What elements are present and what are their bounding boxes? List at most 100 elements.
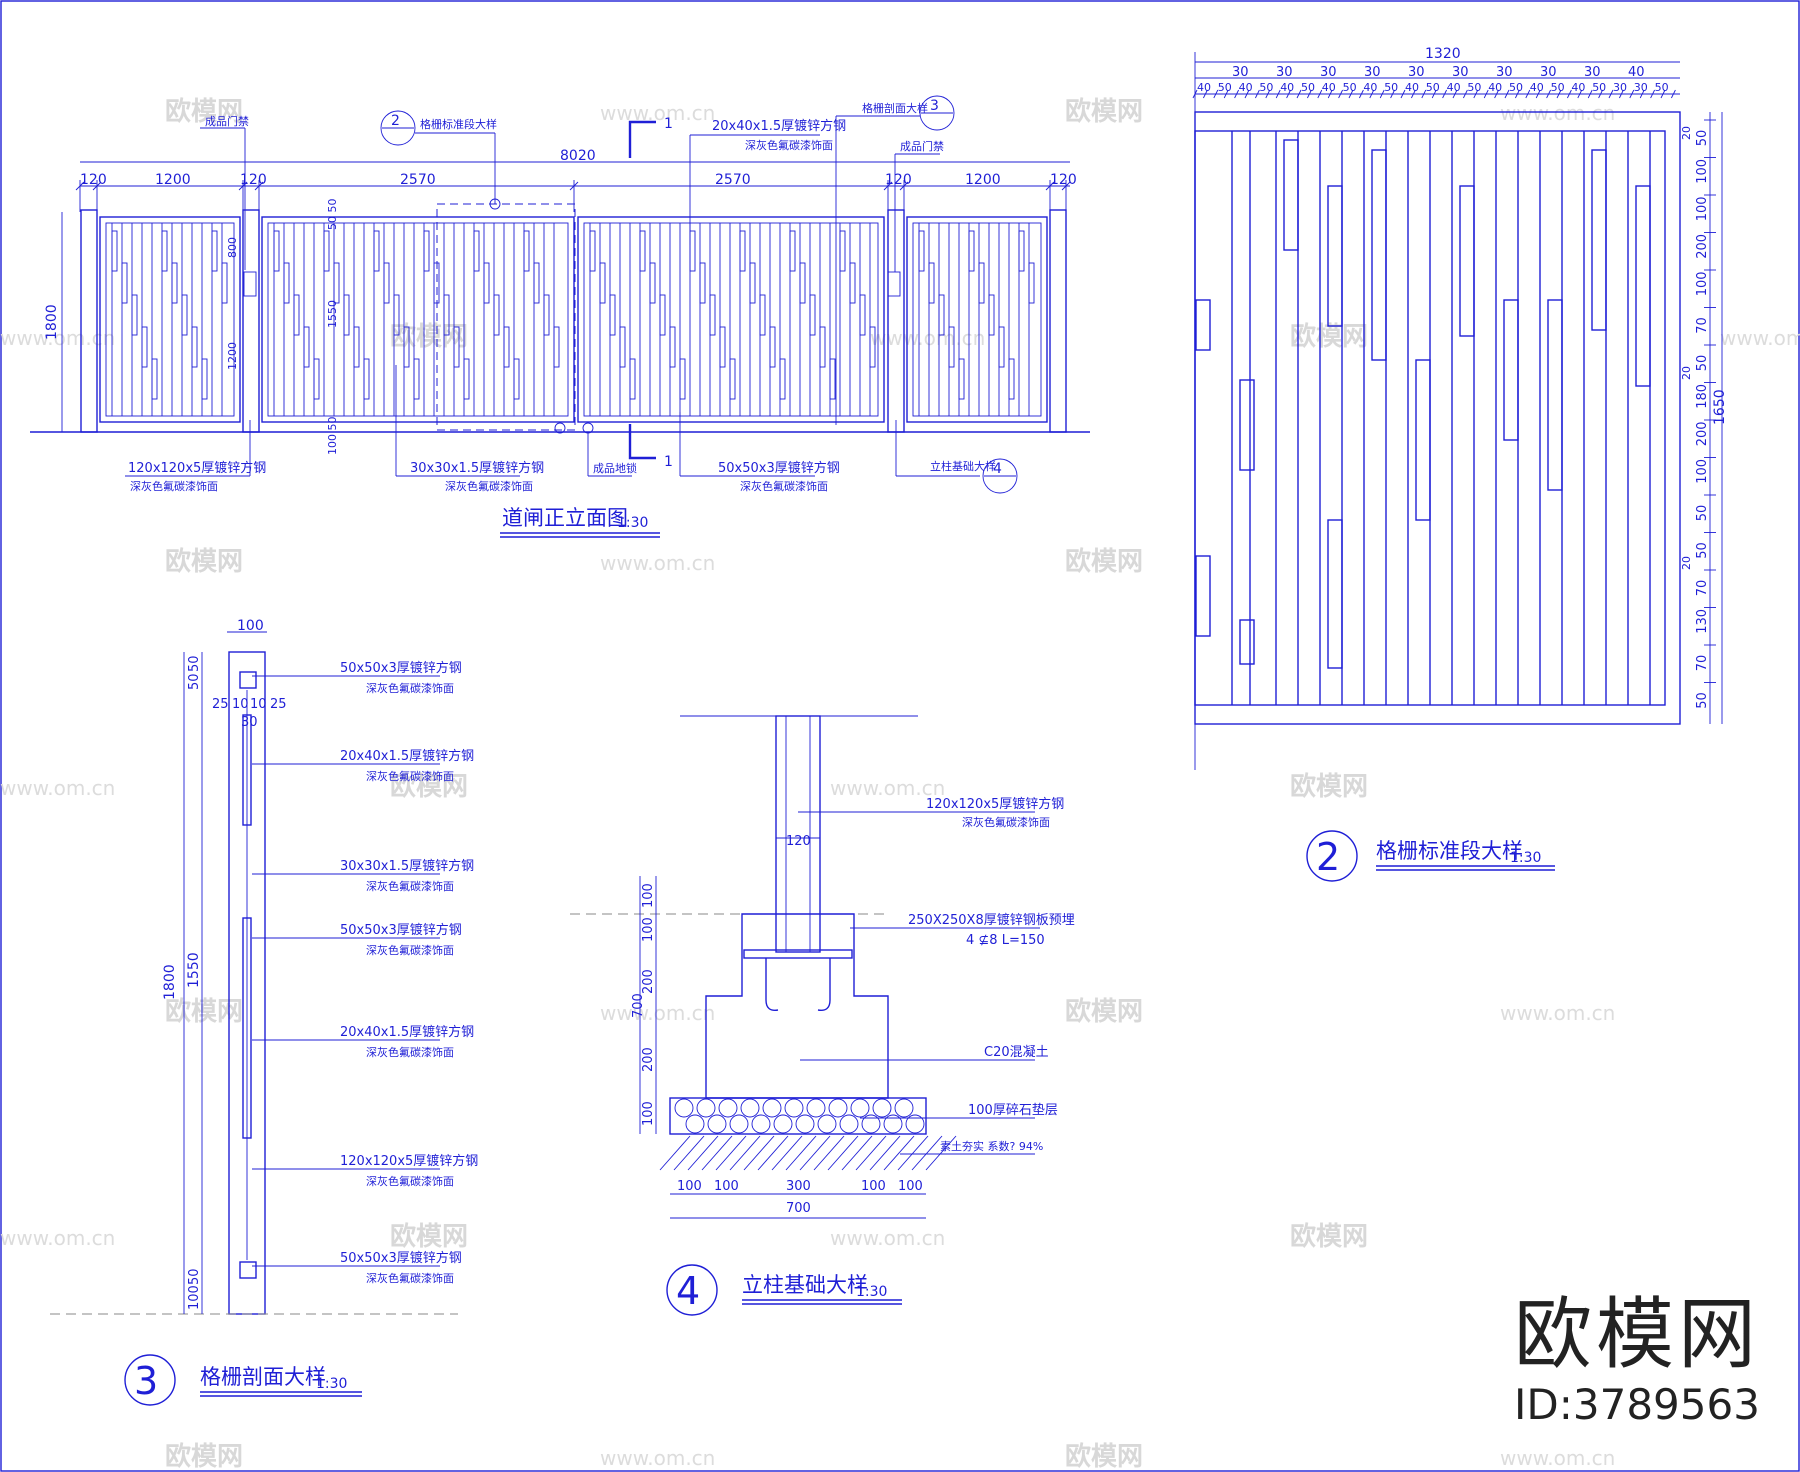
brand-id: ID:3789563	[1514, 1380, 1760, 1429]
callout-text: 20x40x1.5厚镀锌方钢	[712, 118, 846, 134]
watermark-text: 欧模网	[165, 96, 243, 127]
dim-text: 50	[1592, 81, 1606, 94]
total-width-dim: 700	[786, 1201, 811, 1216]
gravel-stone	[828, 1098, 848, 1118]
gravel-stone	[773, 1114, 793, 1134]
soil-hatch-line	[715, 1135, 747, 1171]
soil-hatch	[659, 1135, 957, 1171]
dimension-tick	[1254, 89, 1260, 99]
watermark-url: www.om.cn	[600, 551, 715, 575]
gravel-stone	[696, 1098, 716, 1118]
grille-tab	[779, 358, 786, 400]
gravel-stone	[674, 1098, 694, 1118]
dim-text: 40	[1628, 65, 1645, 80]
dim-text: 50	[1695, 130, 1710, 147]
grille-tab	[1239, 619, 1255, 665]
drawing-scale: 1:30	[856, 1284, 887, 1300]
dim-text: 10	[232, 697, 249, 712]
grille-tab	[649, 262, 656, 304]
watermark-layer: 欧模网 欧模网 欧模网 欧模网 欧模网 欧模网 欧模网 欧模网 欧模网 欧模网 …	[0, 96, 1800, 1472]
dimension-tick	[1566, 89, 1572, 99]
grille-tabs	[1195, 139, 1651, 669]
frame-tube	[239, 1261, 257, 1279]
grille-tab	[928, 262, 935, 304]
dim-text: 800	[226, 237, 239, 258]
drawing-scale: 1:30	[617, 515, 648, 531]
grille-tab	[629, 358, 636, 400]
dimension-tick	[1327, 89, 1333, 99]
grille-tab	[121, 262, 128, 304]
grille-tab	[171, 262, 178, 304]
detail-box	[436, 203, 576, 431]
ground-lock	[554, 422, 566, 434]
watermark-text: 欧模网	[1065, 546, 1143, 577]
dim-text: 30	[1276, 65, 1293, 80]
callout-text: 4 ⊈8 L=150	[966, 933, 1045, 948]
dim-text: 100	[237, 618, 264, 634]
soil-hatch-line	[687, 1135, 719, 1171]
dimension-tick	[1306, 89, 1312, 99]
dim-text: 30	[1540, 65, 1557, 80]
dimension-tick	[1452, 89, 1458, 99]
dim-text: 50	[1695, 505, 1710, 522]
gate-leaf-inner	[267, 222, 569, 417]
grille-tab	[639, 230, 646, 272]
grille-tab	[659, 294, 666, 336]
dim-text: 50	[1695, 542, 1710, 559]
gravel-stone	[784, 1098, 804, 1118]
soil-hatch-line	[729, 1135, 761, 1171]
dim-text: 200	[641, 969, 656, 994]
grille-tab	[749, 262, 756, 304]
dimension-tick	[1431, 89, 1437, 99]
callout-text: 120x120x5厚镀锌方钢	[128, 460, 266, 476]
soil-hatch-line	[911, 1135, 943, 1171]
dimension-tick	[1421, 89, 1427, 99]
dim-text: 30	[1232, 65, 1249, 80]
detail-number: 3	[930, 98, 939, 114]
total-height-dim: 1650	[1712, 389, 1728, 425]
grille-tab	[523, 230, 530, 272]
dimension-ticks	[75, 180, 1071, 212]
soil-hatch-line	[701, 1135, 733, 1171]
callout-text: 120x120x5厚镀锌方钢	[340, 1153, 478, 1169]
dim-text: 20	[1680, 126, 1693, 140]
gate-panel-inner	[912, 222, 1042, 417]
detail-bubble	[380, 110, 416, 146]
detail-bubble	[982, 458, 1018, 494]
dimension-tick	[1670, 89, 1676, 99]
grille-tab	[699, 262, 706, 304]
gravel-stone	[861, 1114, 881, 1134]
section-mark-text: 1	[664, 454, 673, 470]
grille-tab	[918, 230, 925, 272]
grille-tab	[493, 294, 500, 336]
dim-text: 1200	[965, 172, 1001, 188]
drawing-scale: 1:30	[1510, 850, 1541, 866]
grille-tab	[1008, 358, 1015, 400]
gravel-stone	[905, 1114, 925, 1134]
grille-bars	[111, 223, 1035, 416]
grille-tab	[453, 326, 460, 368]
watermark-text: 欧模网	[165, 1441, 243, 1472]
gate-panel-inner	[105, 222, 235, 417]
dim-text: 40	[1405, 81, 1419, 94]
dim-text: 50	[1384, 81, 1398, 94]
watermark-text: 欧模网	[1065, 96, 1143, 127]
grille-tab	[799, 262, 806, 304]
dim-text: 100	[861, 1179, 886, 1194]
dim-text: 40	[1322, 81, 1336, 94]
dimension-tick	[1234, 89, 1240, 99]
dim-text: 100	[1695, 271, 1710, 296]
grille-tab	[273, 230, 280, 272]
dim-text: 300	[786, 1179, 811, 1194]
callout-text: 30x30x1.5厚镀锌方钢	[410, 460, 544, 476]
grille-tab	[151, 358, 158, 400]
dimension-tick	[1598, 89, 1604, 99]
dim-text: 1200	[155, 172, 191, 188]
dim-text: 50	[1218, 81, 1232, 94]
callout-text: 深灰色氟碳漆饰面	[740, 479, 828, 493]
gate-panel-right	[906, 216, 1048, 423]
dim-text: 70	[1695, 580, 1710, 597]
grille-tab	[463, 358, 470, 400]
callout-text: 深灰色氟碳漆饰面	[130, 479, 218, 493]
grille-tab	[1503, 299, 1519, 441]
